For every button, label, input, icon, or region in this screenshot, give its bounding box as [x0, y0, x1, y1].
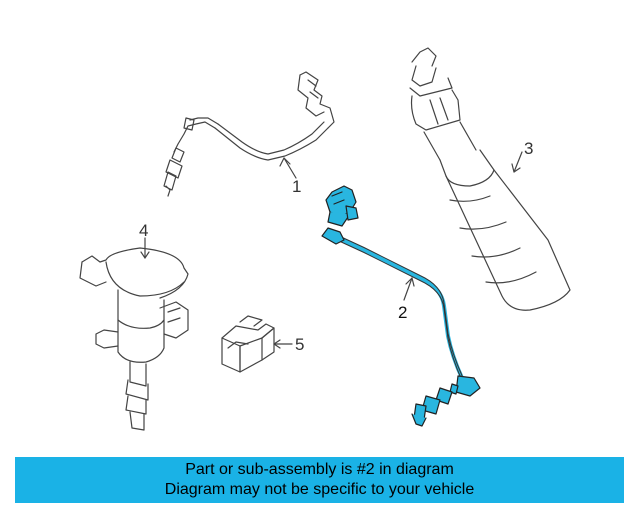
part-5-bracket	[221, 315, 275, 373]
leader-lines	[140, 151, 523, 349]
part-2-oxygen-sensor	[321, 185, 481, 427]
part-4-purge-valve	[79, 247, 189, 431]
banner-line-part: Part or sub-assembly is #2 in diagram	[185, 461, 454, 478]
parts-diagram: 1 2 3 4 5	[79, 47, 571, 431]
callout-2: 2	[398, 303, 407, 322]
banner-line-disclaimer: Diagram may not be specific to your vehi…	[164, 481, 475, 498]
callout-4: 4	[139, 221, 148, 240]
callout-5: 5	[295, 335, 304, 354]
part-3-ignition-coil	[409, 47, 571, 311]
callout-3: 3	[524, 139, 533, 158]
part-1-oxygen-sensor	[163, 71, 335, 197]
callout-1: 1	[292, 177, 301, 196]
info-banner: Part or sub-assembly is #2 in diagram Di…	[15, 457, 624, 503]
